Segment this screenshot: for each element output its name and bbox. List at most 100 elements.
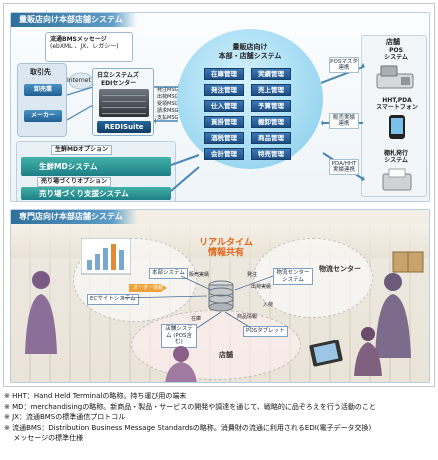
link-pda-results: PDA/HHT 実績連携	[329, 159, 359, 175]
store-bubble	[131, 310, 301, 380]
flow-arrival: 入荷	[263, 302, 274, 308]
core-title-2: 本部・店舗システム	[218, 52, 282, 60]
redisuite-logo: REDISuite	[97, 121, 151, 133]
figure-frame: 量販店向け本部店舗システム 流通BMSメッセージ (ebXML 、JX、レガシー…	[3, 3, 435, 387]
link-pos-master-1: POSマスタ	[330, 59, 358, 65]
system-ec: ECサイトシステム	[87, 294, 139, 305]
msg-flow-list: 発注MSG 出荷MSG 受領MSG 請求MSG 支払MSG	[157, 87, 179, 122]
hht-label: HHT,PDA スマートフォン	[375, 97, 419, 111]
partner-wholesaler: 卸売業	[24, 84, 62, 96]
pos-name-2: システム	[384, 54, 408, 61]
flow-ship: 出荷実績	[251, 284, 272, 290]
link-pos-master-2: 連携	[338, 65, 350, 71]
footnote-jx: ※ JX：流通BMSの標準通信プロトコル	[4, 413, 126, 421]
module-specials: 特売管理	[251, 148, 291, 160]
internet-cloud-icon	[67, 72, 94, 121]
hq-person-icon	[25, 271, 57, 354]
core-system: 量販店向け 本部・店舗システム 在庫管理 実績管理 発注管理 売上管理 仕入管理…	[177, 29, 323, 169]
smartphone-icon	[389, 115, 405, 139]
link-pda-results-2: 実績連携	[332, 167, 355, 173]
msg-flow: 請求MSG	[157, 108, 179, 114]
warehouse-box-icon	[392, 251, 424, 273]
bms-message-line-1: 流通BMSメッセージ	[50, 36, 107, 43]
server-rack-icon	[99, 89, 149, 117]
module-ordering: 発注管理	[204, 84, 244, 96]
footnote-bms: ※ 流通BMS：Distribution Business Message St…	[4, 423, 372, 432]
pos-register-icon	[376, 65, 414, 89]
module-accounting: 会計管理	[204, 148, 244, 160]
logistics-person-icon	[375, 273, 411, 358]
msg-flow: 受領MSG	[157, 101, 179, 107]
bms-message-box: 流通BMSメッセージ (ebXML 、JX、レガシー)	[45, 32, 133, 62]
bms-message-line-2: (ebXML 、JX、レガシー)	[50, 43, 119, 50]
core-title-1: 量販店向け	[232, 43, 268, 51]
store-person-icon	[165, 346, 197, 382]
msg-flow-arrows	[154, 84, 180, 124]
footnote-hht: ※ HHT：Hand Held Terminalの略称。持ち運び用の端末	[4, 392, 187, 400]
option-label-fresh: 生鮮MDオプション	[51, 145, 112, 155]
link-pda-results-1: PDA/HHT	[331, 161, 357, 167]
module-inventory: 在庫管理	[204, 68, 244, 80]
shelf-tag-name-1: 棚札発行	[383, 150, 408, 157]
option-arrows	[171, 154, 200, 192]
pos-label: POS システム	[379, 47, 413, 61]
link-sales-results-2: 連携	[338, 121, 350, 127]
option-bar-floor: 売り場づくり支援システム	[21, 187, 171, 200]
partner-maker: メーカー	[24, 110, 62, 122]
label-printer-icon	[382, 168, 412, 191]
clerk-person-icon	[354, 327, 382, 376]
flow-product: 商品情報	[237, 314, 258, 320]
link-pos-master: POSマスタ 連携	[329, 57, 359, 73]
area-store: 店舗	[219, 351, 233, 359]
option-label-floor: 売り場づくりオプション	[37, 177, 112, 187]
flow-sales: 販売実績	[189, 272, 210, 278]
option-bar-fresh: 生鮮MDシステム	[21, 157, 171, 176]
pos-name-1: POS	[389, 47, 403, 54]
footnotes: ※ HHT：Hand Held Terminalの略称。持ち運び用の端末 ※ M…	[4, 391, 438, 444]
specialty-store-panel: リアルタイム 情報共有 本部 物流センター 店舗 本部システム 物流センター シ…	[10, 209, 430, 383]
partners-group: 取引先 卸売業 メーカー	[17, 63, 67, 137]
msg-flow: 支払MSG	[157, 115, 179, 121]
database-icon	[208, 280, 234, 312]
msg-flow: 発注MSG	[157, 87, 179, 93]
shelf-tag-name-2: システム	[384, 157, 408, 164]
mall-scene: リアルタイム 情報共有 本部 物流センター 店舗 本部システム 物流センター シ…	[11, 224, 429, 382]
tablet-icon	[309, 340, 343, 367]
flow-connectors	[120, 275, 274, 329]
module-sales: 売上管理	[251, 84, 291, 96]
chart-board-icon	[81, 238, 131, 275]
realtime-banner-2: 情報共有	[207, 248, 244, 258]
msg-flow: 出荷MSG	[157, 94, 179, 100]
partners-title: 取引先	[30, 68, 51, 76]
module-payables: 買掛管理	[204, 116, 244, 128]
module-liquor-tax: 酒税管理	[204, 132, 244, 144]
flow-order-info: オーダー情報	[133, 285, 164, 291]
area-logistics: 物流センター	[319, 265, 361, 273]
link-sales-results-1: 販売実績	[332, 115, 355, 121]
module-results: 実績管理	[251, 68, 291, 80]
mass-retail-panel: 量販店向け本部店舗システム 流通BMSメッセージ (ebXML 、JX、レガシー…	[10, 12, 430, 202]
panel-title: 量販店向け本部店舗システム	[11, 13, 137, 27]
footnote-md: ※ MD：merchandisingの略称。新商品・製品・サービスの開発や調達を…	[4, 402, 376, 411]
edi-center-title-2: EDIセンター	[101, 80, 137, 87]
label-printer-label: 棚札発行 システム	[379, 150, 413, 164]
system-logistics: 物流センター システム	[273, 268, 313, 285]
module-purchasing: 仕入管理	[204, 100, 244, 112]
edi-center: 日立システムズ EDIセンター REDISuite	[92, 68, 154, 136]
module-stocktaking: 棚卸管理	[251, 116, 291, 128]
edi-center-title-1: 日立システムズ	[97, 72, 139, 79]
realtime-banner: リアルタイム 情報共有	[191, 238, 261, 258]
realtime-banner-1: リアルタイム	[199, 238, 253, 248]
module-budget: 予算管理	[251, 100, 291, 112]
flow-stock: 在庫	[191, 316, 202, 322]
module-products: 商品管理	[251, 132, 291, 144]
hht-name-2: スマートフォン	[376, 104, 418, 111]
hht-name-1: HHT,PDA	[382, 97, 412, 104]
flow-order: 発注	[247, 272, 258, 278]
link-sales-results: 販売実績 連携	[329, 113, 359, 129]
store-title: 店舗	[386, 38, 400, 46]
panel-title: 専門店向け本部店舗システム	[11, 210, 137, 224]
internet-label: Internet	[67, 77, 91, 84]
system-hq: 本部システム	[149, 268, 188, 279]
footnote-bms-cont: メッセージの標準仕様	[4, 434, 84, 442]
